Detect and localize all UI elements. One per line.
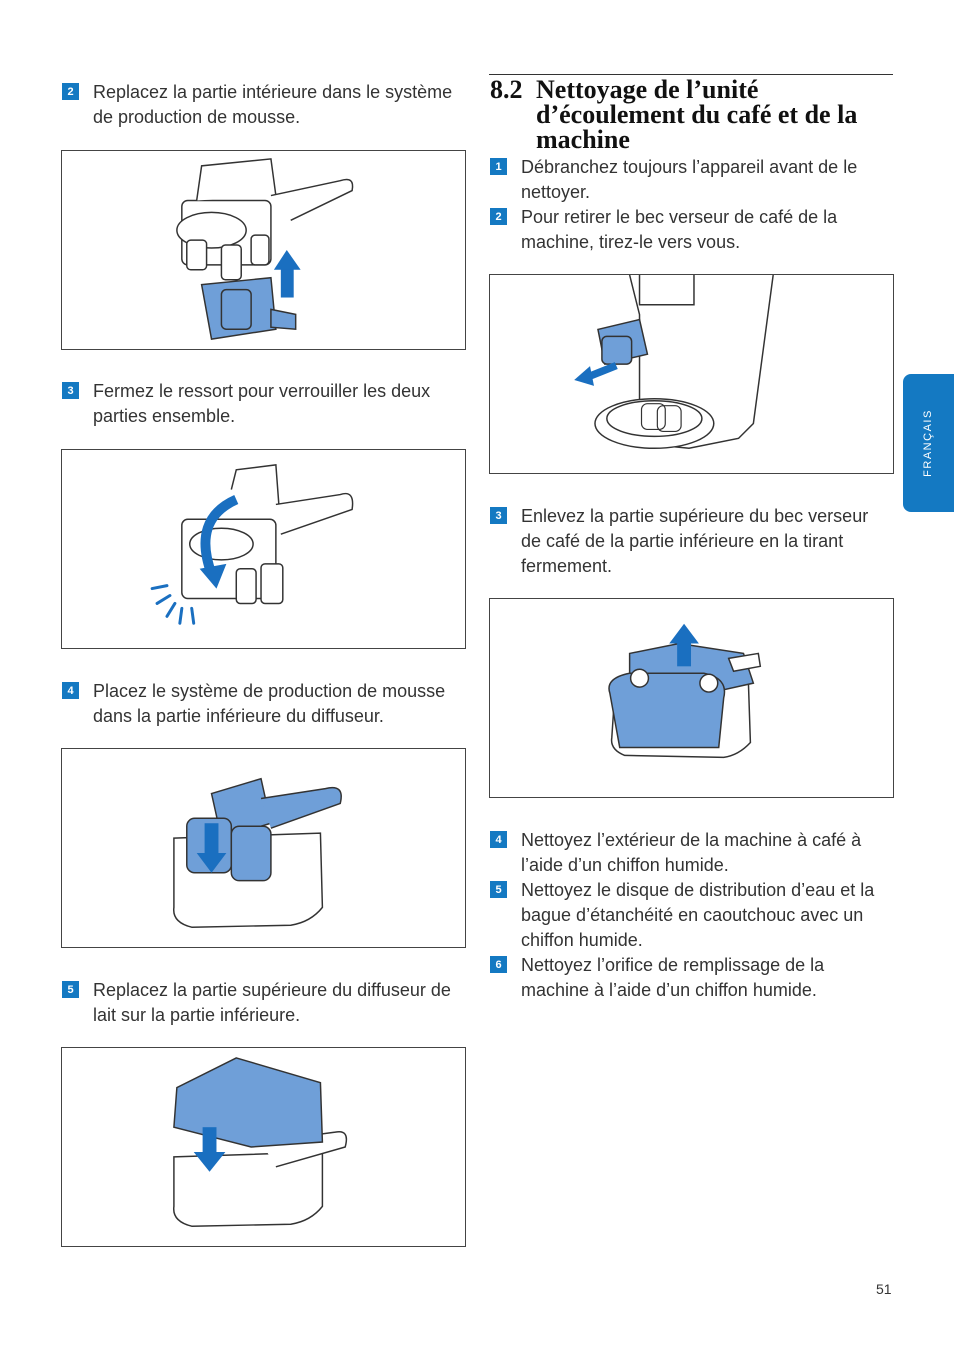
section-title: Nettoyage de l’unité d’écoulement du caf… xyxy=(536,75,858,154)
step-right-4: 4 Nettoyez l’extérieur de la machine à c… xyxy=(490,828,885,878)
figure-spring-lock xyxy=(61,449,466,649)
step-left-2: 2 Replacez la partie intérieure dans le … xyxy=(62,80,462,130)
step-right-1: 1 Débranchez toujours l’appareil avant d… xyxy=(490,155,885,205)
place-frother-illustration xyxy=(173,777,342,928)
step-number: 6 xyxy=(490,956,507,973)
page-number: 51 xyxy=(876,1281,892,1297)
step-left-3: 3 Fermez le ressort pour verrouiller les… xyxy=(62,379,462,429)
step-right-5: 5 Nettoyez le disque de distribution d’e… xyxy=(490,878,885,953)
remove-spout-illustration xyxy=(574,275,774,449)
step-number: 3 xyxy=(490,507,507,524)
step-text: Fermez le ressort pour verrouiller les d… xyxy=(93,381,431,426)
figure-remove-spout xyxy=(489,274,894,474)
step-text: Nettoyez l’orifice de remplissage de la … xyxy=(521,955,825,1000)
step-text: Replacez la partie intérieure dans le sy… xyxy=(93,82,453,127)
step-number: 2 xyxy=(490,208,507,225)
step-number: 1 xyxy=(490,158,507,175)
step-text: Replacez la partie supérieure du diffuse… xyxy=(93,980,451,1025)
step-number: 4 xyxy=(62,682,79,699)
language-tab-label: FRANÇAIS xyxy=(922,409,934,477)
step-left-5: 5 Replacez la partie supérieure du diffu… xyxy=(62,978,462,1028)
step-number: 3 xyxy=(62,382,79,399)
step-text: Nettoyez l’extérieur de la machine à caf… xyxy=(521,830,862,875)
separate-spout-illustration xyxy=(608,623,762,759)
language-tab: FRANÇAIS xyxy=(903,374,954,512)
section-heading: 8.2 Nettoyage de l’unité d’écoulement du… xyxy=(490,75,894,154)
step-text: Pour retirer le bec verseur de café de l… xyxy=(521,207,838,252)
frother-insert-illustration xyxy=(176,158,354,340)
step-right-6: 6 Nettoyez l’orifice de remplissage de l… xyxy=(490,953,885,1003)
step-left-4: 4 Placez le système de production de mou… xyxy=(62,679,462,729)
step-number: 5 xyxy=(62,981,79,998)
step-text: Enlevez la partie supérieure du bec vers… xyxy=(521,506,869,576)
figure-place-frother xyxy=(61,748,466,948)
figure-separate-spout xyxy=(489,598,894,798)
replace-top-illustration xyxy=(173,1057,348,1227)
step-right-2: 2 Pour retirer le bec verseur de café de… xyxy=(490,205,885,255)
step-text: Placez le système de production de mouss… xyxy=(93,681,446,726)
step-text: Débranchez toujours l’appareil avant de … xyxy=(521,157,858,202)
step-number: 2 xyxy=(62,83,79,100)
heading-rule xyxy=(489,74,893,75)
step-text: Nettoyez le disque de distribution d’eau… xyxy=(521,880,875,950)
step-right-3: 3 Enlevez la partie supérieure du bec ve… xyxy=(490,504,885,579)
step-number: 4 xyxy=(490,831,507,848)
figure-replace-top xyxy=(61,1047,466,1247)
figure-inner-part-insert xyxy=(61,150,466,350)
section-number: 8.2 xyxy=(490,75,523,104)
step-number: 5 xyxy=(490,881,507,898)
spring-lock-illustration xyxy=(150,464,354,625)
